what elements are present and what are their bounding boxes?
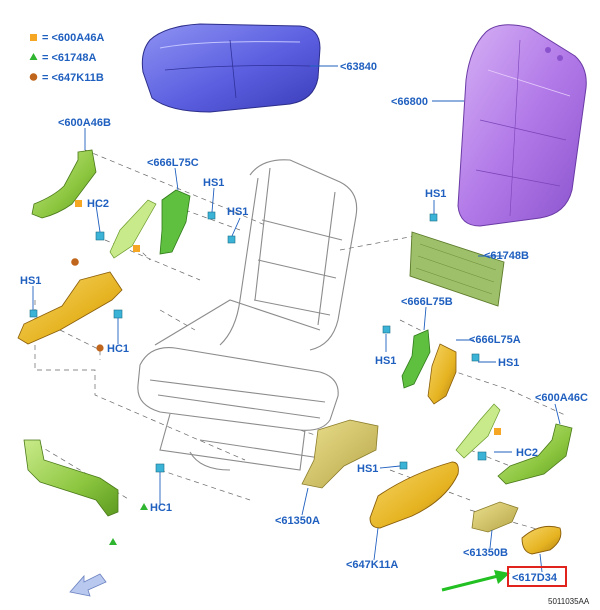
cap-617D34 bbox=[521, 525, 562, 555]
bracket-666L75B bbox=[401, 329, 431, 389]
bracket-666L75A bbox=[427, 343, 457, 405]
rail-green-lower-left bbox=[23, 439, 119, 517]
bracket-light-green-right bbox=[455, 403, 501, 459]
trim-600A46C bbox=[497, 423, 573, 485]
label-hc1-left: HC1 bbox=[107, 343, 129, 355]
clip-hs1-upper-b bbox=[227, 235, 236, 244]
label-61350B: <61350B bbox=[463, 547, 508, 559]
clip-hc1-lower bbox=[155, 463, 165, 473]
bracket-666L75C bbox=[159, 189, 191, 255]
small-square-icon-right bbox=[494, 428, 501, 435]
legend-square-icon bbox=[30, 34, 37, 41]
label-hs1-mid: HS1 bbox=[227, 206, 248, 218]
legend: = <600A46A = <61748A = <647K11B bbox=[29, 32, 104, 84]
legend-text-61748A: = <61748A bbox=[42, 52, 96, 64]
clip-hs1-61748B bbox=[429, 213, 438, 222]
clip-hs1-upper-a bbox=[207, 211, 216, 220]
seat-cushion-63840 bbox=[141, 23, 321, 113]
647K11B-circle-icon bbox=[71, 258, 79, 266]
legend-circle-icon bbox=[29, 73, 38, 81]
bracket-light-green bbox=[109, 199, 157, 259]
label-hs1-top: HS1 bbox=[203, 177, 224, 189]
part-labels: <63840 <66800 <600A46B <666L75C HS1 HS1 … bbox=[20, 61, 588, 571]
label-61350A: <61350A bbox=[275, 515, 320, 527]
legend-text-600A46A: = <600A46A bbox=[42, 32, 104, 44]
label-666L75B: <666L75B bbox=[401, 296, 453, 308]
highlight-box-617D34 bbox=[507, 566, 567, 587]
clip-hs1-61350A bbox=[399, 461, 408, 470]
label-hs1-61350A: HS1 bbox=[357, 463, 378, 475]
label-666L75C: <666L75C bbox=[147, 157, 199, 169]
cover-61350A bbox=[301, 419, 379, 489]
label-61748B: <61748B bbox=[484, 250, 529, 262]
clip-hs1-left bbox=[29, 309, 38, 318]
label-666L75A: <666L75A bbox=[469, 334, 521, 346]
seat-back-66800 bbox=[457, 24, 587, 227]
leader-lines bbox=[32, 65, 561, 573]
bracket-yellow-left bbox=[17, 271, 123, 345]
hc2-square-icon bbox=[75, 200, 82, 207]
figure-code: 5011035AA bbox=[548, 597, 590, 606]
panel-61748B bbox=[409, 231, 505, 307]
label-647K11A: <647K11A bbox=[346, 559, 398, 571]
cover-61350B bbox=[471, 501, 519, 533]
clip-hc1-left bbox=[113, 309, 123, 319]
pointer-arrow bbox=[441, 570, 510, 592]
hc1-circle-icon bbox=[96, 344, 104, 352]
legend-text-647K11B: = <647K11B bbox=[42, 72, 104, 84]
clip-hc2-right bbox=[477, 451, 487, 461]
label-617D34: <617D34 bbox=[512, 572, 558, 584]
clip-hc2-left bbox=[95, 231, 105, 241]
clip-hs1-666L75B bbox=[382, 325, 391, 334]
label-hs1-666L75B: HS1 bbox=[375, 355, 396, 367]
label-hc1-lower: HC1 bbox=[150, 502, 172, 514]
lower-left-triangle-icon bbox=[109, 538, 117, 545]
clip-hs1-666L75A bbox=[471, 353, 480, 362]
trim-600A46B bbox=[31, 149, 97, 219]
label-hs1-61748B: HS1 bbox=[425, 188, 446, 200]
panel-647K11A bbox=[369, 461, 459, 529]
small-square-icon bbox=[133, 245, 140, 252]
legend-triangle-icon bbox=[29, 53, 38, 60]
seat-frame bbox=[137, 159, 358, 471]
label-66800: <66800 bbox=[391, 96, 428, 108]
label-hc2-left: HC2 bbox=[87, 198, 109, 210]
label-600A46C: <600A46C bbox=[535, 392, 588, 404]
direction-arrow-icon bbox=[69, 573, 107, 597]
label-hs1-left: HS1 bbox=[20, 275, 41, 287]
label-hs1-666L75A: HS1 bbox=[498, 357, 519, 369]
label-600A46B: <600A46B bbox=[58, 117, 111, 129]
label-63840: <63840 bbox=[340, 61, 377, 73]
hc1-triangle-icon bbox=[140, 503, 148, 510]
label-hc2-right: HC2 bbox=[516, 447, 538, 459]
